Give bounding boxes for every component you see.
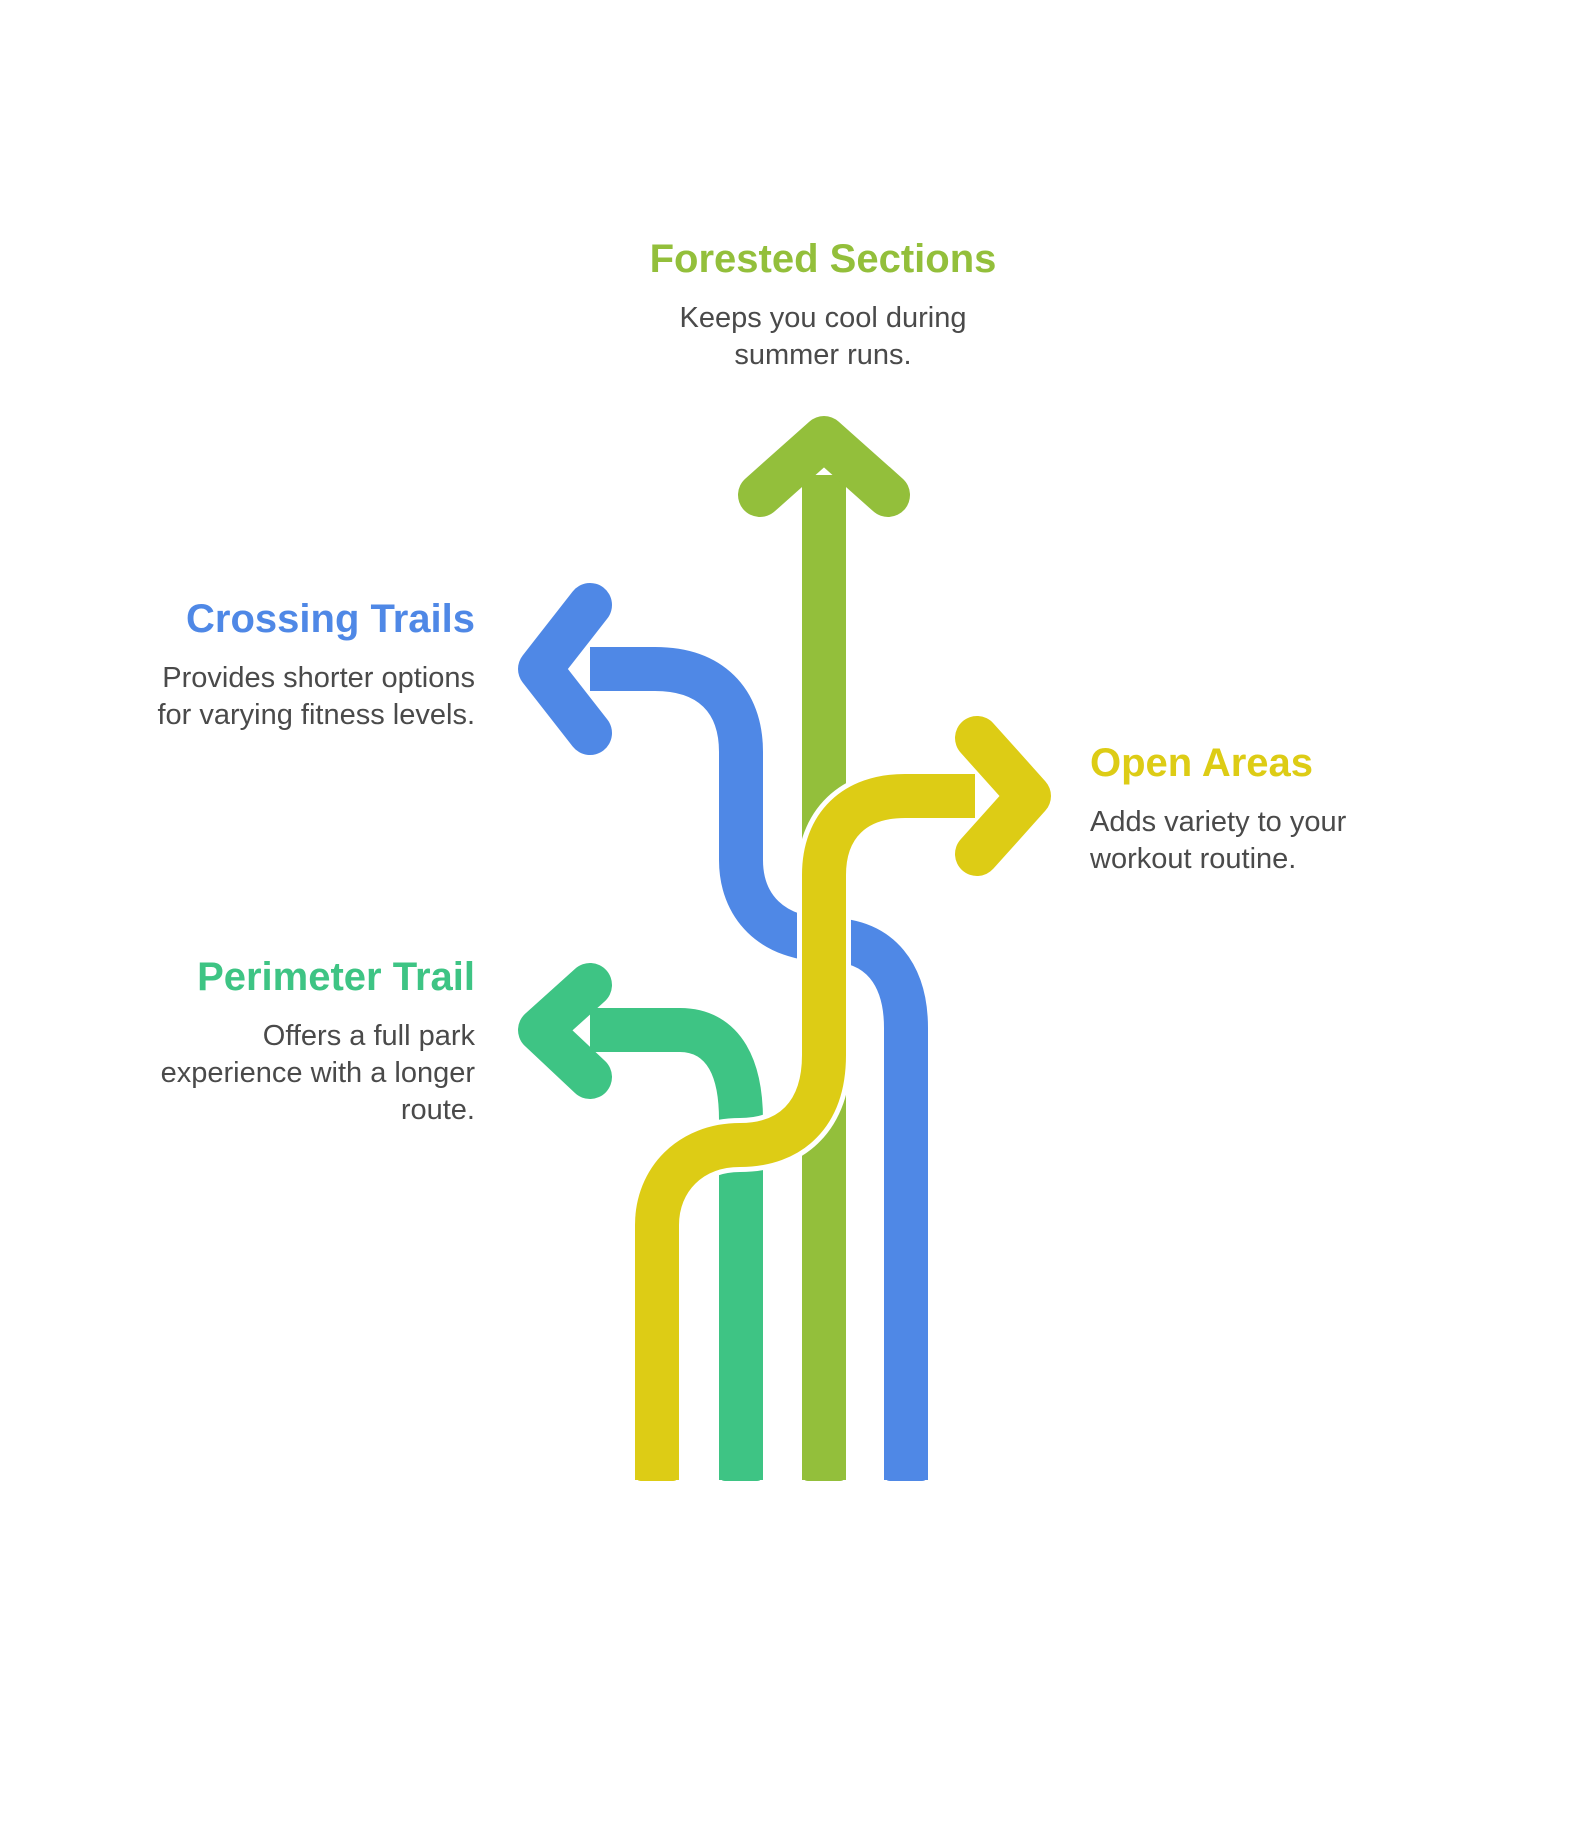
crossing-trails-label: Crossing Trails Provides shorter options… <box>60 596 475 734</box>
open-arrow-icon <box>955 716 1051 876</box>
open-areas-path <box>630 716 1051 1480</box>
perimeter-trail-title: Perimeter Trail <box>197 955 475 999</box>
open-areas-description-line1: Adds variety to your <box>1090 806 1347 838</box>
crossing-trails-description-line2: for varying fitness levels. <box>157 699 475 731</box>
forested-sections-description-line1: Keeps you cool during <box>679 302 967 334</box>
open-areas-description-line2: workout routine. <box>1090 843 1297 875</box>
crossing-trails-title: Crossing Trails <box>186 597 475 641</box>
crossing-arrow-icon <box>518 583 612 755</box>
forested-sections-description-line2: summer runs. <box>734 339 912 371</box>
forested-sections-label: Forested Sections Keeps you cool during … <box>603 236 1043 374</box>
perimeter-trail-description-line2: experience with a longer <box>160 1057 475 1089</box>
perimeter-arrow-icon <box>518 963 612 1099</box>
open-areas-label: Open Areas Adds variety to your workout … <box>1090 740 1510 878</box>
trail-base-ends <box>635 1465 928 1481</box>
perimeter-trail-label: Perimeter Trail Offers a full park exper… <box>60 954 475 1129</box>
perimeter-trail-description-line3: route. <box>400 1094 475 1126</box>
perimeter-trail-description-line1: Offers a full park <box>262 1020 475 1052</box>
forested-sections-title: Forested Sections <box>649 237 997 281</box>
forested-arrow-icon <box>738 416 910 517</box>
open-areas-title: Open Areas <box>1090 741 1314 785</box>
crossing-trails-path <box>518 583 928 1480</box>
crossing-trails-description-line1: Provides shorter options <box>162 662 475 694</box>
